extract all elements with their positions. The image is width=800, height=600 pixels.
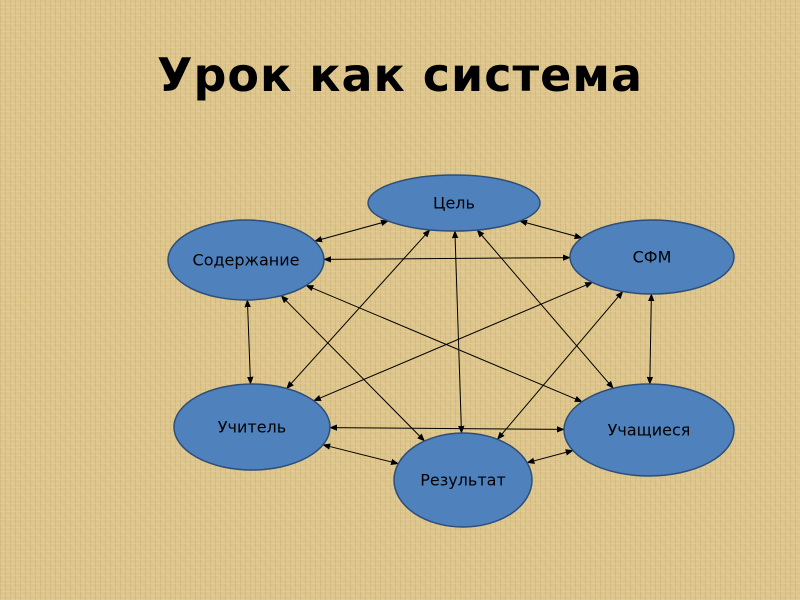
edge-students-result bbox=[526, 449, 574, 464]
edge-goal-sfm bbox=[519, 219, 583, 240]
node-students-label: Учащиеся bbox=[608, 421, 691, 440]
node-content-shape bbox=[167, 219, 325, 301]
node-sfm: СФМ bbox=[569, 219, 735, 295]
edge-teacher-students bbox=[329, 424, 565, 433]
node-goal-label: Цель bbox=[433, 194, 475, 213]
node-goal: Цель bbox=[367, 174, 541, 232]
edge-sfm-students bbox=[646, 293, 655, 385]
node-teacher: Учитель bbox=[173, 383, 331, 471]
node-result-label: Результат bbox=[420, 471, 506, 490]
node-sfm-label: СФМ bbox=[633, 248, 672, 267]
node-teacher-shape bbox=[173, 383, 331, 471]
edge-goal-result bbox=[451, 230, 465, 434]
node-content-label: Содержание bbox=[193, 251, 300, 270]
node-goal-shape bbox=[367, 174, 541, 232]
edge-sfm-teacher bbox=[313, 281, 594, 402]
edge-content-students bbox=[305, 284, 583, 403]
node-students: Учащиеся bbox=[563, 383, 735, 477]
node-sfm-shape bbox=[569, 219, 735, 295]
edge-goal-content bbox=[314, 219, 389, 243]
edges-layer bbox=[244, 219, 655, 466]
node-result: Результат bbox=[393, 432, 533, 528]
node-teacher-label: Учитель bbox=[218, 418, 286, 437]
node-result-shape bbox=[393, 432, 533, 528]
edge-content-sfm bbox=[323, 254, 571, 263]
edge-teacher-result bbox=[322, 443, 400, 466]
node-content: Содержание bbox=[167, 219, 325, 301]
node-students-shape bbox=[563, 383, 735, 477]
slide-title: Урок как система bbox=[157, 48, 643, 102]
edge-content-teacher bbox=[244, 299, 254, 385]
edge-sfm-result bbox=[496, 290, 624, 440]
